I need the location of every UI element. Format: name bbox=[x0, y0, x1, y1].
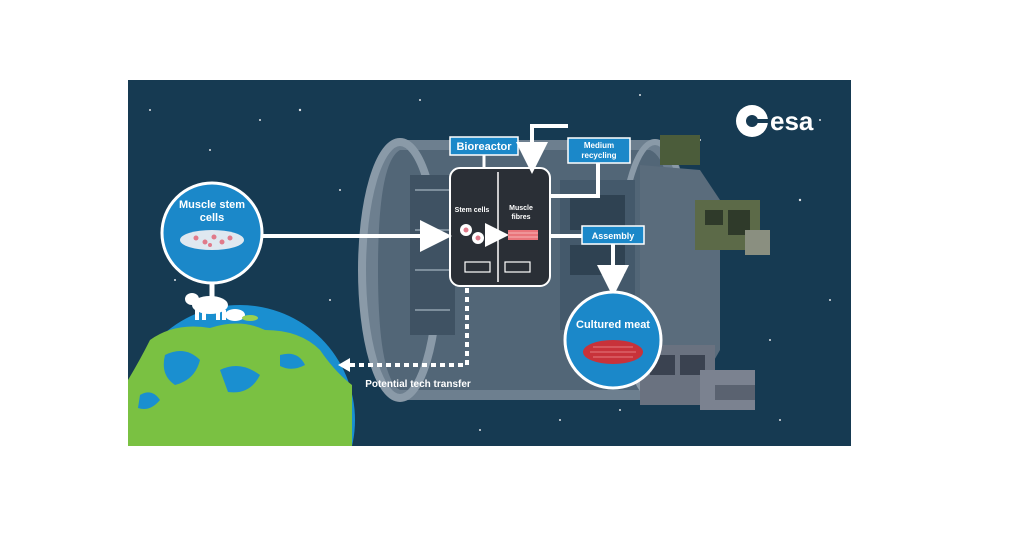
tech-transfer-label: Potential tech transfer bbox=[365, 379, 471, 390]
medium-recycling-box bbox=[567, 137, 631, 164]
cultured-meat-node: Cultured meat bbox=[563, 290, 663, 390]
medium-recycling-label-1: Medium bbox=[584, 141, 614, 150]
medium-recycling-loop-left bbox=[516, 124, 568, 174]
stem-cells-label: Stem cells bbox=[455, 207, 490, 214]
muscle-stem-cells-label-2: cells bbox=[200, 212, 224, 224]
tech-transfer-arrowhead bbox=[338, 358, 350, 372]
bioreactor-label: Bioreactor bbox=[456, 141, 512, 153]
medium-recycling-label-2: recycling bbox=[581, 151, 616, 160]
muscle-stem-cells-node: Muscle stem cells bbox=[160, 181, 264, 285]
muscle-fibres-label-1: Muscle bbox=[509, 205, 533, 212]
muscle-fibres-label-2: fibres bbox=[511, 214, 530, 221]
muscle-stem-cells-label-1: Muscle stem bbox=[179, 199, 245, 211]
arrow-tech-transfer bbox=[345, 288, 469, 367]
bioreactor: Bioreactor Stem cells Muscle fibres bbox=[449, 136, 551, 287]
farm-animals-icon bbox=[185, 293, 258, 321]
earth bbox=[128, 305, 355, 446]
cultured-meat-label: Cultured meat bbox=[576, 319, 650, 331]
petri-dish-icon bbox=[180, 230, 244, 250]
medium-recycling-loop-right bbox=[550, 163, 600, 198]
muscle-fibre-icon bbox=[508, 230, 538, 240]
esa-logo: esa bbox=[736, 105, 814, 137]
esa-logo-text: esa bbox=[770, 106, 814, 136]
assembly-label: Assembly bbox=[592, 231, 635, 241]
